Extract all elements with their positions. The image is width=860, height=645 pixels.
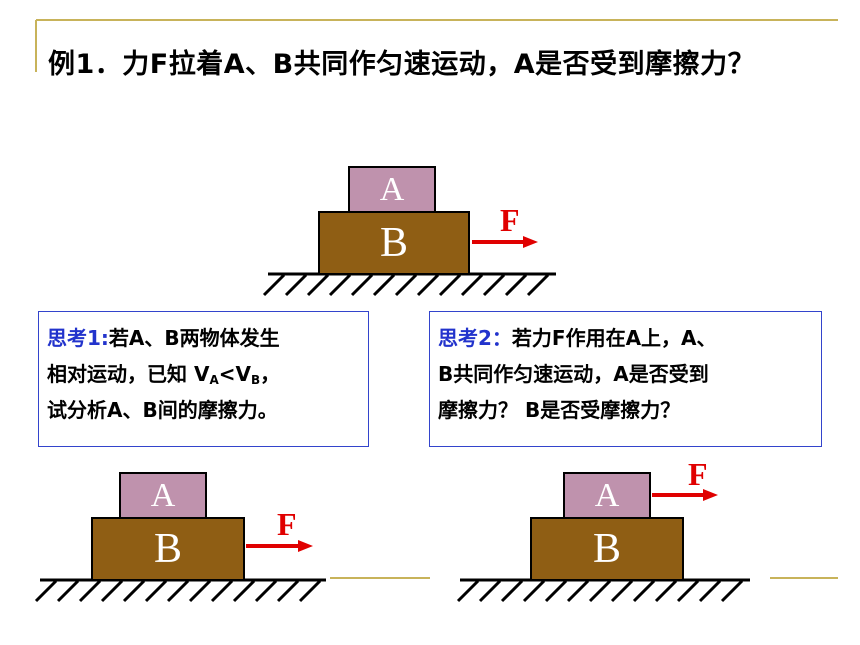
force-label-1: F (500, 202, 520, 238)
subscript-a: A (209, 373, 219, 387)
force-arrow-2 (246, 540, 313, 552)
force-arrow-3 (652, 489, 718, 501)
force-label-2: F (277, 506, 297, 542)
think-1-colon: : (100, 326, 109, 350)
page-title: 例1．力F拉着A、B共同作匀速运动，A是否受到摩擦力？ (48, 49, 756, 80)
think-2-box: 思考2：若力F作用在A上，A、 B共同作匀速运动，A是否受到 摩擦力？ B是否受… (429, 311, 822, 447)
subscript-b: B (251, 373, 261, 387)
think-1-box: 思考1:若A、B两物体发生 相对运动，已知 VA<VB， 试分析A、B间的摩擦力… (38, 311, 369, 447)
think-2-line-2: B共同作匀速运动，A是否受到 (438, 362, 709, 386)
block-a-1: A (348, 166, 436, 213)
think-1-line-2: 相对运动，已知 VA<VB， (47, 356, 360, 392)
ground-3 (456, 578, 750, 603)
think-1-line-3: 试分析A、B间的摩擦力。 (47, 398, 278, 422)
force-label-3: F (688, 456, 708, 492)
block-a-2: A (119, 472, 207, 519)
think-1-line-1: 思考1:若A、B两物体发生 (47, 320, 360, 356)
ground-1 (262, 272, 556, 297)
think-2-colon: ： (491, 326, 512, 350)
block-b-3: B (530, 517, 684, 581)
block-b-2: B (91, 517, 245, 581)
think-1-text-2b: <V (218, 362, 251, 386)
think-1-text-2a: 相对运动，已知 V (47, 362, 210, 386)
think-1-text-2c: ， (260, 362, 281, 386)
think-1-text-1: 若A、B两物体发生 (108, 326, 280, 350)
think-1-label: 思考1 (47, 326, 101, 350)
think-2-label: 思考2 (438, 326, 492, 350)
think-2-text-1: 若力F作用在A上，A、 (511, 326, 717, 350)
force-arrow-1 (472, 236, 538, 248)
think-2-line-1: 思考2：若力F作用在A上，A、 (438, 320, 813, 356)
block-a-3: A (563, 472, 651, 519)
think-2-line-3: 摩擦力？ B是否受摩擦力？ (438, 398, 681, 422)
